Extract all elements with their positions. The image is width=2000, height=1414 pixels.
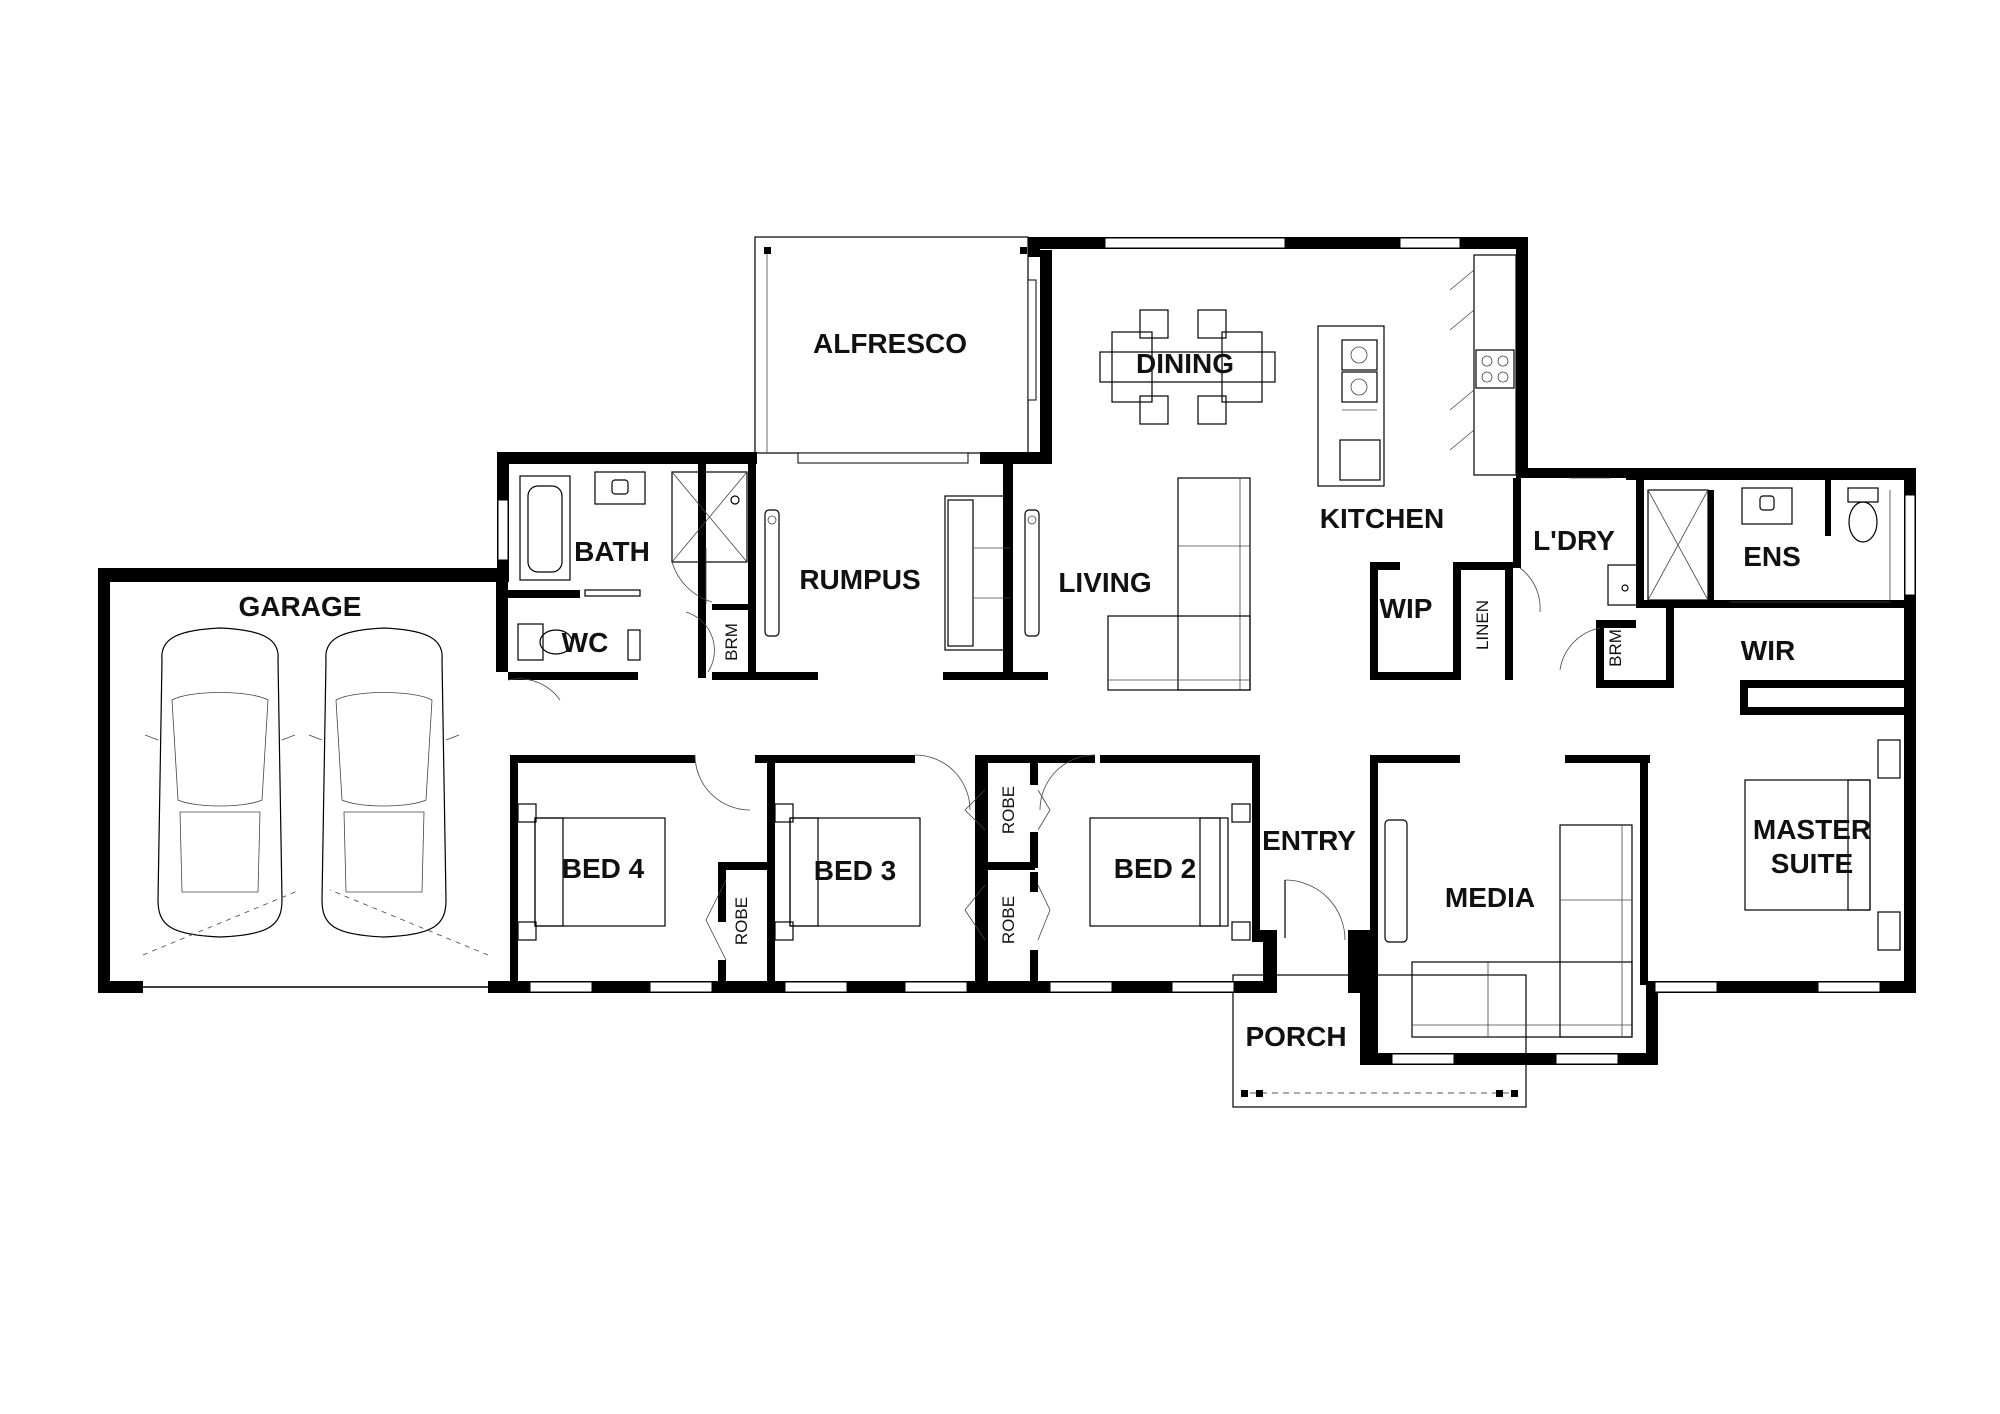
room-label-master-line2: SUITE	[1771, 848, 1853, 879]
room-label-brm-right: BRM	[1606, 629, 1625, 667]
entry-door	[1284, 879, 1346, 941]
room-label-master-line1: MASTER	[1753, 814, 1871, 845]
garage-cars	[142, 627, 489, 956]
robe-doors	[705, 789, 1051, 961]
room-label-bed4: BED 4	[562, 853, 645, 884]
room-label-porch: PORCH	[1245, 1021, 1346, 1052]
bed2-furniture	[1039, 754, 1251, 941]
rumpus-furniture	[764, 495, 1040, 651]
car-right-icon	[308, 627, 460, 938]
ensuite-fixtures	[1647, 487, 1891, 603]
room-label-garage: GARAGE	[239, 591, 362, 622]
master-bed	[1744, 739, 1901, 951]
bath-fixtures	[519, 471, 748, 604]
room-label-robe-lower: ROBE	[999, 896, 1018, 944]
room-label-wir: WIR	[1741, 635, 1795, 666]
room-label-living: LIVING	[1058, 567, 1151, 598]
living-sofa	[1107, 477, 1251, 691]
bed3-furniture	[774, 754, 971, 941]
kitchen-fixtures	[1317, 254, 1517, 487]
room-label-rumpus: RUMPUS	[799, 564, 920, 595]
room-label-brm-left: BRM	[722, 623, 741, 661]
room-label-bath: BATH	[574, 536, 650, 567]
room-label-laundry: L'DRY	[1533, 525, 1615, 556]
room-label-bed2: BED 2	[1114, 853, 1196, 884]
laundry-fixtures	[1519, 477, 1644, 671]
room-label-alfresco: ALFRESCO	[813, 328, 967, 359]
room-label-ensuite: ENS	[1743, 541, 1801, 572]
room-label-robe-bed4: ROBE	[732, 897, 751, 945]
room-label-robe-upper: ROBE	[999, 786, 1018, 834]
room-label-dining: DINING	[1136, 348, 1234, 379]
car-left-icon	[144, 627, 296, 938]
room-label-wip: WIP	[1380, 593, 1433, 624]
room-labels: ALFRESCO DINING KITCHEN BATH RUMPUS LIVI…	[239, 328, 1872, 1052]
internal-walls	[508, 458, 1906, 1055]
room-label-linen: LINEN	[1473, 600, 1492, 650]
room-label-entry: ENTRY	[1262, 825, 1356, 856]
room-label-media: MEDIA	[1445, 882, 1535, 913]
porch-area	[1232, 974, 1527, 1108]
media-furniture	[1384, 819, 1633, 1038]
dining-table	[1099, 309, 1276, 425]
room-label-bed3: BED 3	[814, 855, 896, 886]
bed4-furniture	[517, 754, 751, 941]
room-label-kitchen: KITCHEN	[1320, 503, 1444, 534]
windows	[143, 237, 1916, 1065]
wc-fixtures	[507, 611, 715, 701]
room-label-wc: WC	[562, 627, 609, 658]
